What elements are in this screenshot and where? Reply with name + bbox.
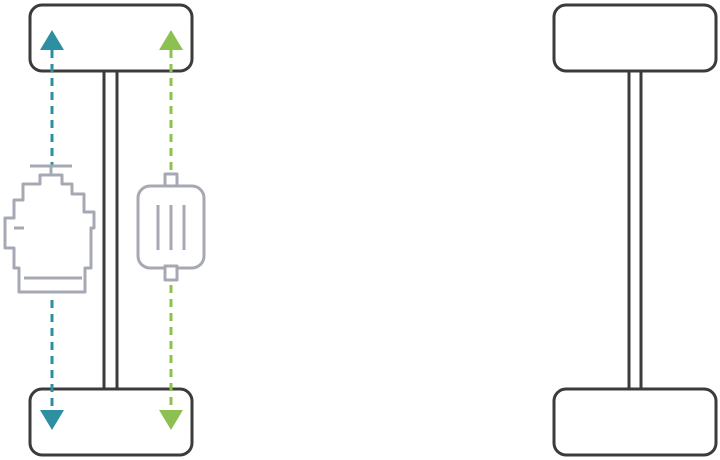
left-driveshaft [102,71,119,389]
right-drivetrain [552,3,718,457]
motor-arrow-down-icon [159,410,183,430]
left-drivetrain [3,3,206,457]
engine-arrow-down-icon [40,410,64,430]
right-driveshaft [627,71,643,389]
motor-arrow-up-icon [159,30,183,50]
engine-power-path [40,30,64,430]
motor-power-path [159,30,183,430]
engine-arrow-up-icon [40,30,64,50]
left-rear-axle [28,387,194,457]
left-front-axle [28,3,194,73]
right-front-axle [552,3,718,73]
combustion-engine-icon [3,164,96,294]
right-rear-axle [552,387,718,457]
electric-motor-icon [136,172,206,282]
